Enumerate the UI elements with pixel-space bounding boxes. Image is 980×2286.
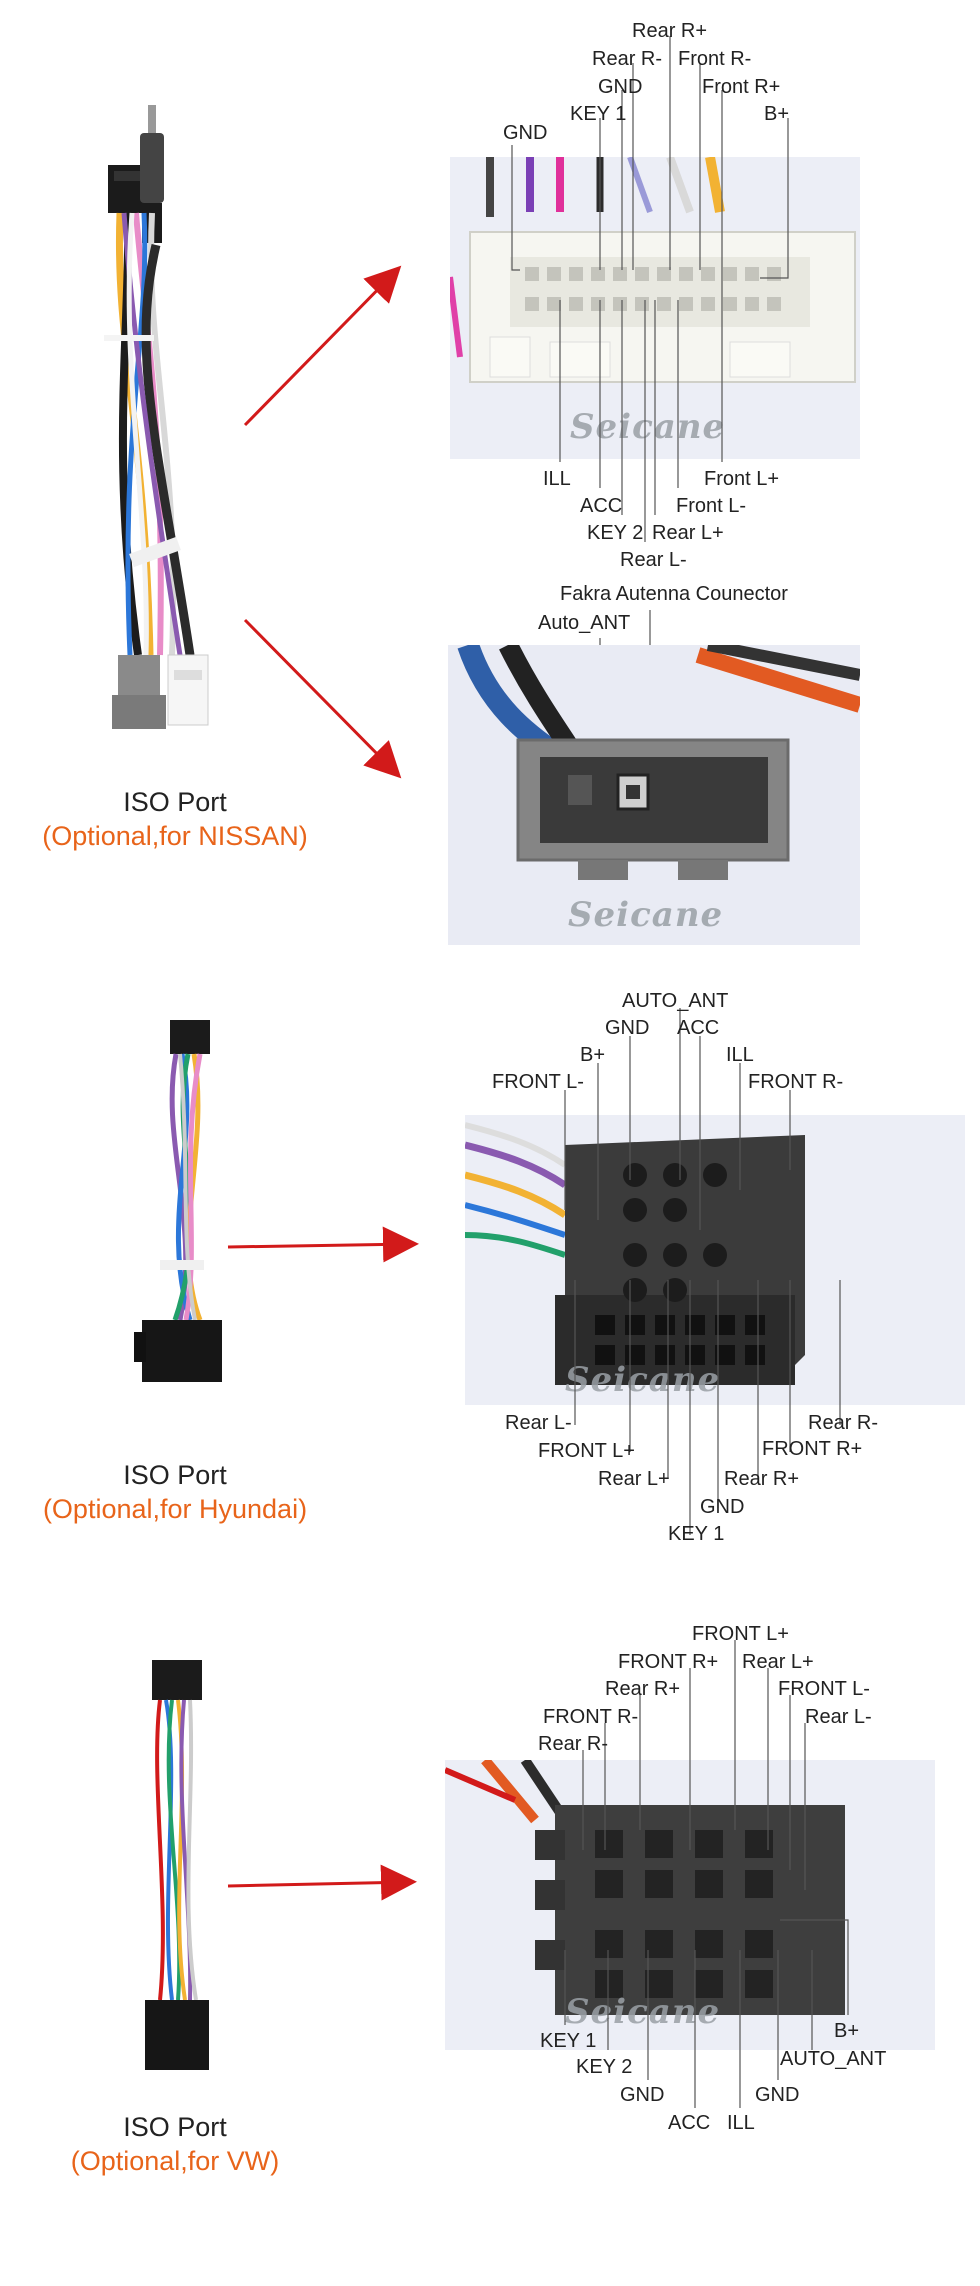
watermark: Seicane [570, 407, 726, 447]
antenna-pin-label: Auto_ANT [538, 612, 631, 634]
pin-label: ILL [543, 468, 571, 490]
nissan-caption: ISO Port (Optional,for NISSAN) [30, 785, 320, 853]
pin-label: KEY 1 [540, 2030, 597, 2052]
pin-label: Rear R- [808, 1412, 879, 1434]
pin-label: Front R+ [702, 76, 781, 98]
section-hyundai: ISO Port (Optional,for Hyundai) [0, 960, 980, 1620]
pin-label: Front R- [678, 48, 752, 70]
hyundai-connector-image: Seicane [465, 1115, 965, 1405]
pin-label: FRONT L- [778, 1678, 870, 1700]
pin-label: GND [620, 2084, 665, 2106]
pin-label: AUTO_ANT [622, 990, 729, 1012]
pin-label: Rear L- [620, 549, 687, 571]
pin-label: Rear R- [538, 1733, 609, 1755]
caption-subtitle: (Optional,for NISSAN) [42, 821, 308, 851]
pin-label: Rear R- [592, 48, 663, 70]
pin-label: Rear L+ [598, 1468, 670, 1490]
pin-label: Front L+ [704, 468, 780, 490]
pin-label: FRONT L- [492, 1071, 584, 1093]
pin-label: Rear R+ [632, 20, 708, 42]
pin-label: ACC [580, 495, 623, 517]
caption-title: ISO Port [123, 1460, 227, 1490]
pin-label: KEY 2 [576, 2056, 633, 2078]
watermark: Seicane [565, 1992, 721, 2032]
pin-label: Rear L- [805, 1706, 872, 1728]
pin-label: KEY 2 [587, 522, 644, 544]
pin-label: KEY 1 [668, 1523, 725, 1545]
antenna-connector-image: Seicane [448, 645, 860, 945]
pin-label: AUTO_ANT [780, 2048, 887, 2070]
pin-label: GND [598, 76, 643, 98]
pin-label: GND [605, 1017, 650, 1039]
pin-label: B+ [764, 103, 790, 125]
pin-label: ILL [726, 1044, 754, 1066]
pin-label: KEY 1 [570, 103, 627, 125]
nissan-connector-image: Seicane [450, 157, 860, 459]
pin-label: Rear L+ [652, 522, 724, 544]
pin-label: Rear L+ [742, 1651, 814, 1673]
section-nissan: ISO Port (Optional,for NISSAN) [0, 0, 980, 960]
vw-harness-image [130, 1660, 230, 2080]
hyundai-harness-image [120, 1020, 240, 1420]
section-vw: ISO Port (Optional,for VW) Seicane [0, 1620, 980, 2286]
antenna-connector-label: Fakra Autenna Counector [560, 583, 788, 605]
pin-label: Rear R+ [724, 1468, 800, 1490]
pin-label: Front L- [676, 495, 747, 517]
nissan-harness-image [90, 95, 270, 775]
pin-label: Rear R+ [605, 1678, 681, 1700]
pin-label: GND [755, 2084, 800, 2106]
pin-label: ACC [677, 1017, 720, 1039]
pin-label: B+ [834, 2020, 860, 2042]
pin-label: FRONT R+ [762, 1438, 863, 1460]
watermark: Seicane [565, 1360, 721, 1400]
pin-label: FRONT L+ [692, 1623, 789, 1645]
pin-label: FRONT L+ [538, 1440, 635, 1462]
pin-label: FRONT R+ [618, 1651, 719, 1673]
pin-label: GND [503, 122, 548, 144]
vw-connector-image: Seicane [445, 1760, 935, 2050]
pin-label: GND [700, 1496, 745, 1518]
pin-label: FRONT R- [748, 1071, 844, 1093]
pin-label: Rear L- [505, 1412, 572, 1434]
pin-label: ACC [668, 2112, 711, 2134]
caption-subtitle: (Optional,for VW) [70, 2146, 280, 2176]
caption-title: ISO Port [123, 787, 227, 817]
caption-title: ISO Port [123, 2112, 227, 2142]
vw-caption: ISO Port (Optional,for VW) [20, 2110, 330, 2178]
pin-label: FRONT R- [543, 1706, 639, 1728]
caption-subtitle: (Optional,for Hyundai) [42, 1494, 308, 1524]
watermark: Seicane [568, 895, 724, 935]
pin-label: ILL [727, 2112, 755, 2134]
pin-label: B+ [580, 1044, 606, 1066]
hyundai-caption: ISO Port (Optional,for Hyundai) [20, 1458, 330, 1526]
